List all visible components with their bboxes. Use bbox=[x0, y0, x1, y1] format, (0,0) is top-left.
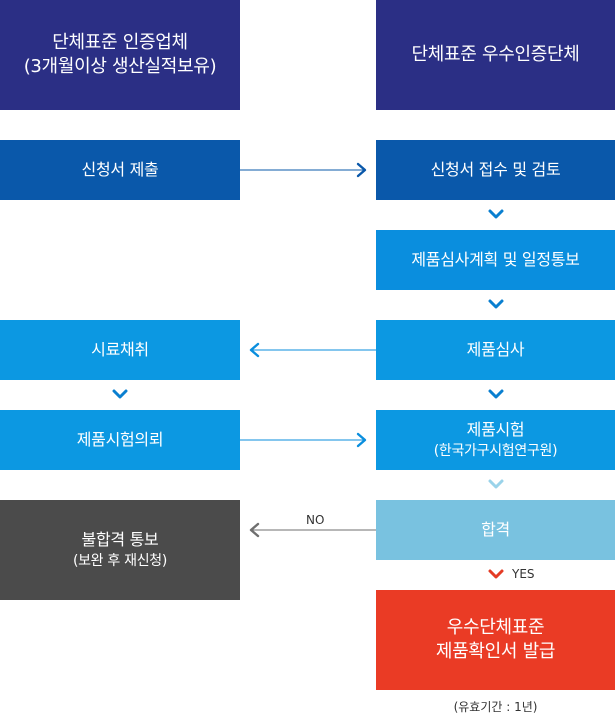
box-excellent-certification-body: 단체표준 우수인증단체 bbox=[376, 0, 615, 110]
box-receive-review: 신청서 접수 및 검토 bbox=[376, 140, 615, 200]
chevron-down-icon-inspection-to-test bbox=[488, 389, 504, 399]
arrow-pass-to-fail bbox=[249, 522, 376, 538]
box-product-inspection: 제품심사 bbox=[376, 320, 615, 380]
box-receive-review-label: 신청서 접수 및 검토 bbox=[430, 160, 561, 179]
validity-note: (유효기간 : 1년) bbox=[453, 700, 538, 714]
box-pass-label: 합격 bbox=[481, 520, 510, 539]
arrow-submit-to-receive bbox=[240, 162, 367, 178]
yes-label: YES bbox=[512, 567, 535, 581]
box-certificate-issue: 우수단체표준 제품확인서 발급 bbox=[376, 590, 615, 690]
chevron-down-icon-sample-to-request bbox=[112, 389, 128, 399]
box-certified-company: 단체표준 인증업체 (3개월이상 생산실적보유) bbox=[0, 0, 240, 110]
box-sample-collection: 시료채취 bbox=[0, 320, 240, 380]
arrow-inspection-to-sample bbox=[249, 342, 376, 358]
box-pass: 합격 bbox=[376, 500, 615, 560]
arrow-request-to-test bbox=[240, 432, 367, 448]
box-product-test: 제품시험 (한국가구시험연구원) bbox=[376, 410, 615, 470]
box-inspection-plan-label: 제품심사계획 및 일정통보 bbox=[411, 250, 580, 269]
no-label: NO bbox=[306, 513, 325, 527]
box-inspection-plan: 제품심사계획 및 일정통보 bbox=[376, 230, 615, 290]
box-submit-application-label: 신청서 제출 bbox=[81, 160, 159, 179]
box-submit-application: 신청서 제출 bbox=[0, 140, 240, 200]
box-test-request-label: 제품시험의뢰 bbox=[76, 430, 164, 449]
chevron-down-icon-receive-to-plan bbox=[488, 209, 504, 219]
box-test-request: 제품시험의뢰 bbox=[0, 410, 240, 470]
box-product-inspection-label: 제품심사 bbox=[466, 340, 525, 359]
box-certificate-issue-title: 우수단체표준 bbox=[446, 617, 545, 638]
chevron-down-icon-pass-to-issue bbox=[488, 569, 504, 579]
box-certified-company-title: 단체표준 인증업체 bbox=[52, 32, 188, 53]
box-sample-collection-label: 시료채취 bbox=[91, 340, 149, 359]
box-fail-notice-title: 불합격 통보 bbox=[81, 530, 159, 549]
box-product-test-title: 제품시험 bbox=[466, 420, 525, 439]
box-certified-company-subtitle: (3개월이상 생산실적보유) bbox=[23, 56, 217, 77]
box-fail-notice-subtitle: (보완 후 재신청) bbox=[72, 553, 168, 569]
box-excellent-certification-body-title: 단체표준 우수인증단체 bbox=[411, 44, 580, 65]
chevron-down-icon-plan-to-inspection bbox=[488, 299, 504, 309]
chevron-down-icon-test-to-pass bbox=[488, 479, 504, 489]
box-certificate-issue-subtitle: 제품확인서 발급 bbox=[435, 641, 556, 662]
box-product-test-subtitle: (한국가구시험연구원) bbox=[433, 443, 558, 459]
box-fail-notice: 불합격 통보 (보완 후 재신청) bbox=[0, 500, 240, 600]
